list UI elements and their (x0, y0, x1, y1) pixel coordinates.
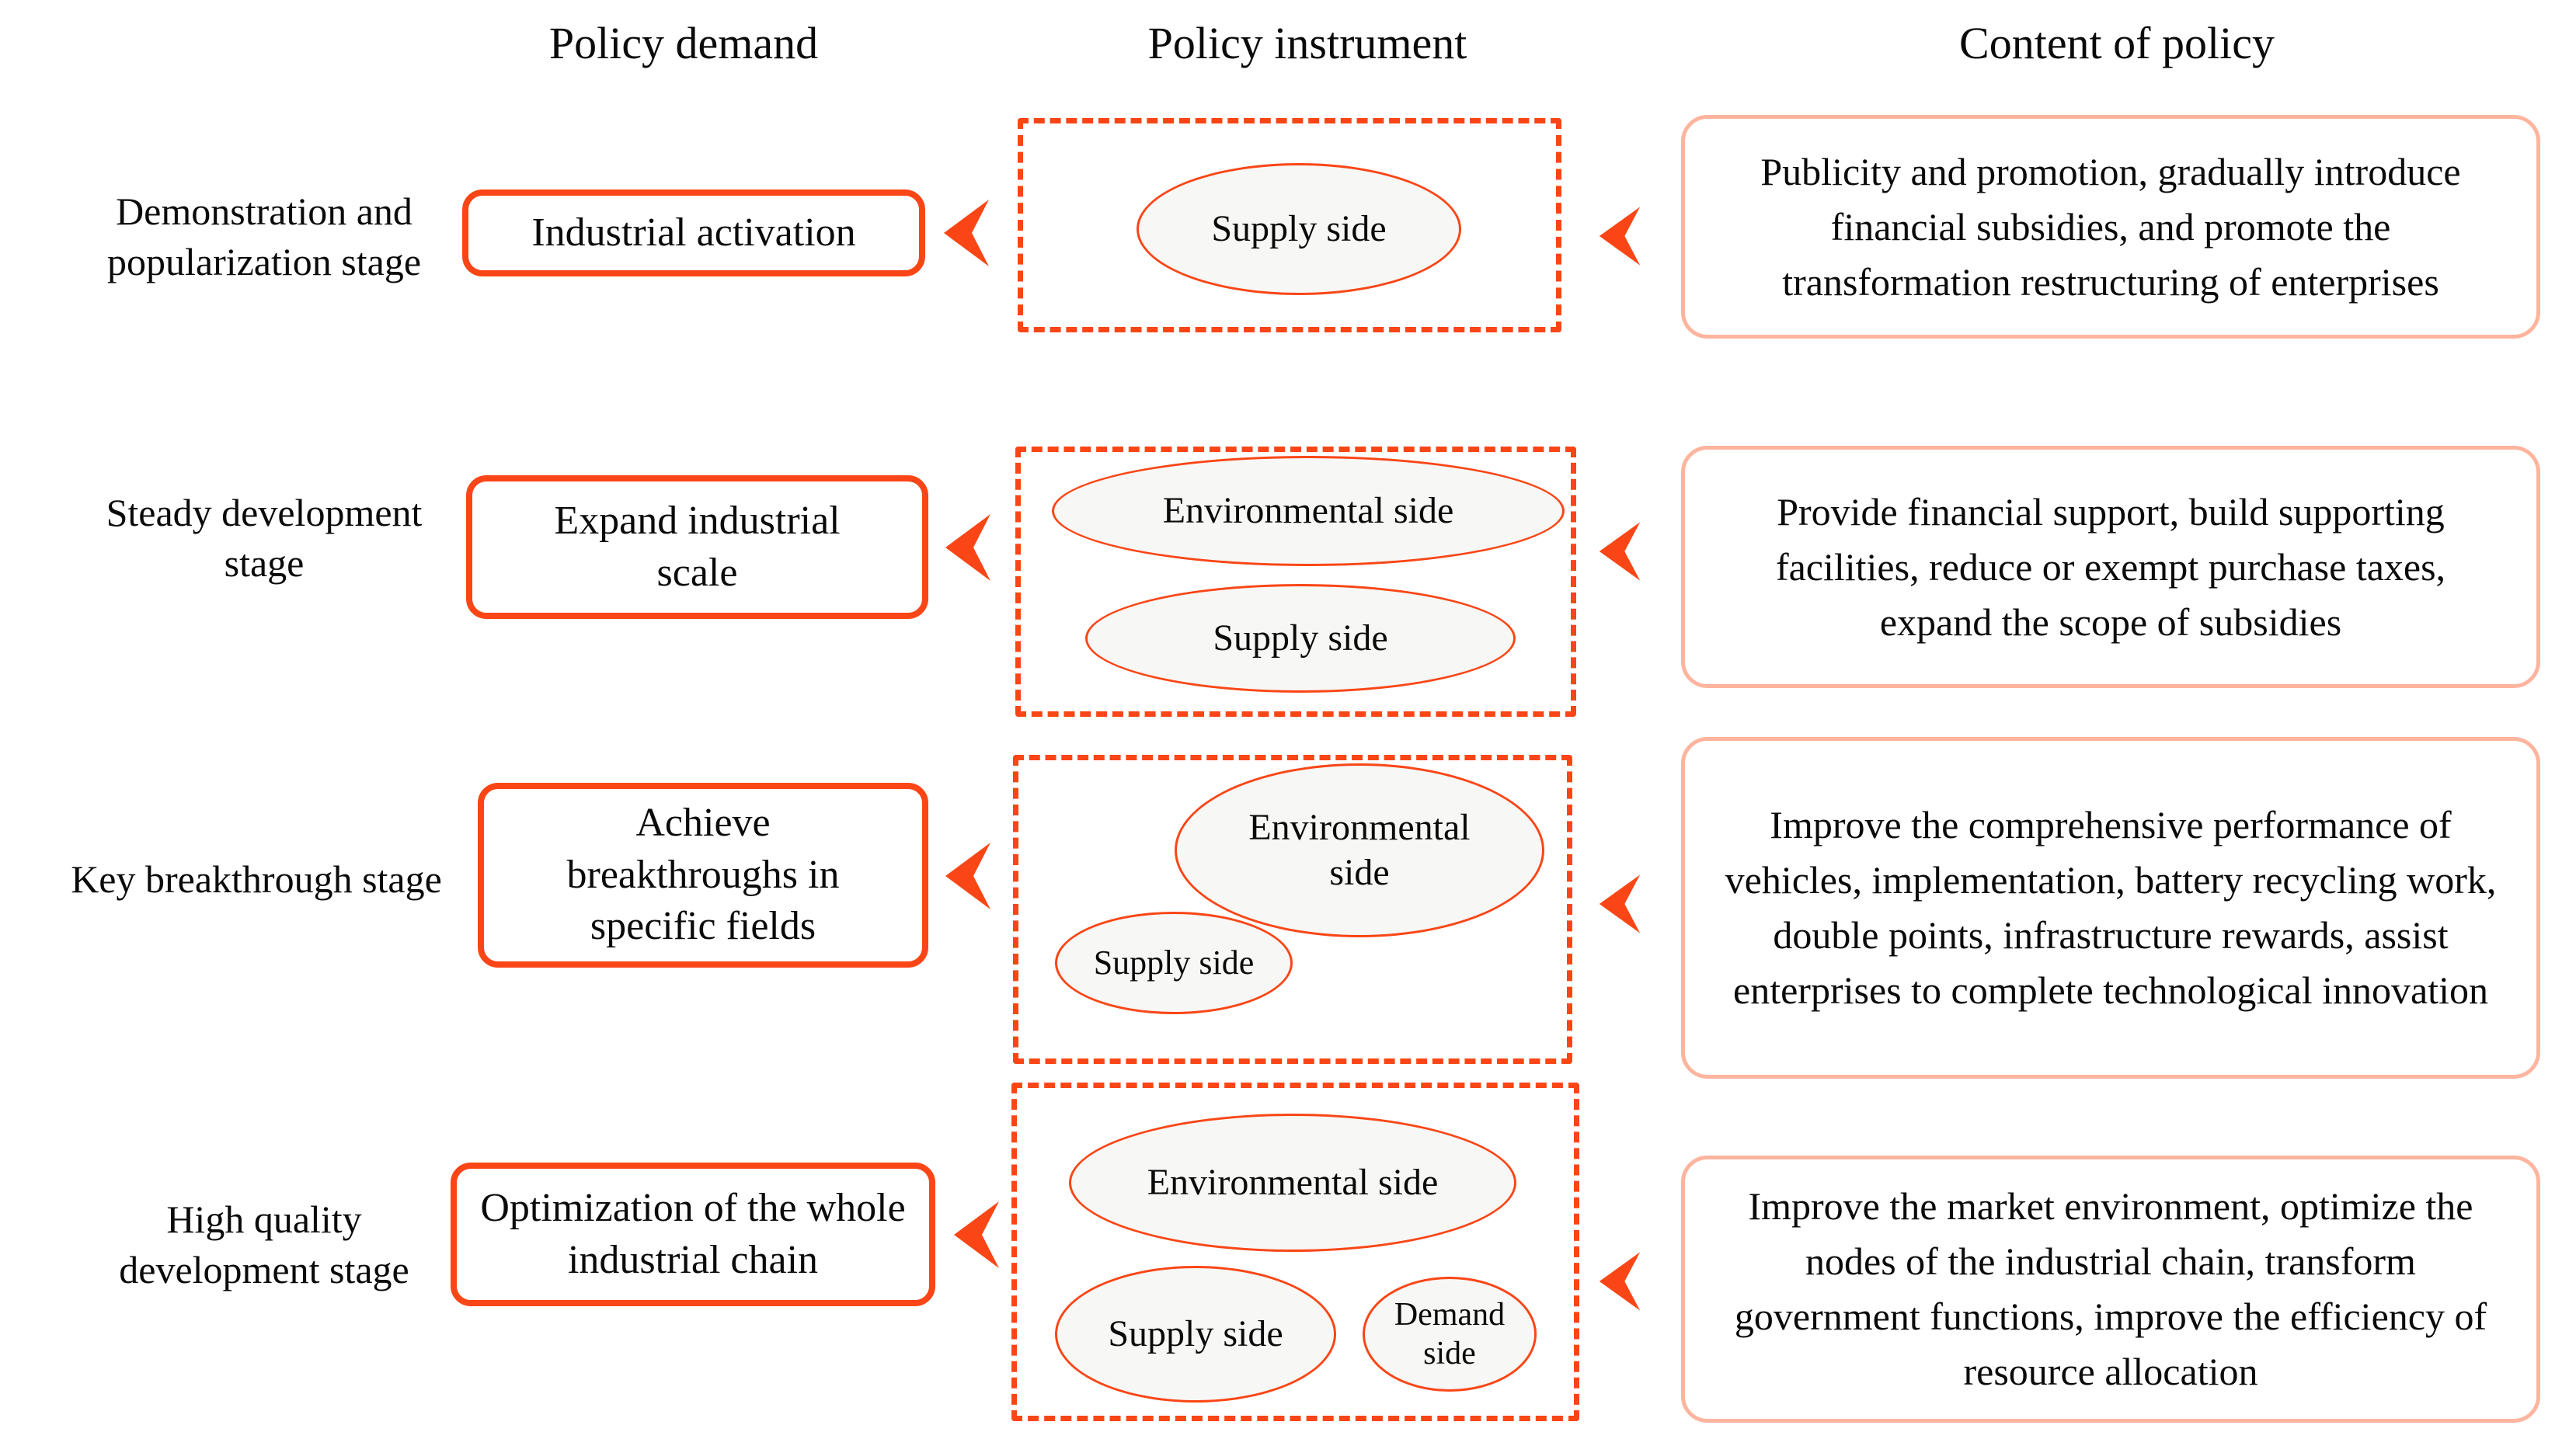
chevron-left-icon (1598, 203, 1641, 269)
column-header-policy-instrument: Policy instrument (1147, 18, 1467, 68)
policy-demand-box: Industrial activation (462, 189, 925, 276)
policy-content-box: Provide financial support, build support… (1681, 446, 2540, 688)
stage-label: Demonstration and popularization stage (106, 189, 422, 283)
instrument-ellipse-demand-side: Demand side (1363, 1277, 1537, 1392)
stage-label: Steady development stage (106, 491, 423, 585)
instrument-ellipse-environmental-side: Environmental side (1069, 1114, 1516, 1252)
policy-demand-box: Expand industrial scale (466, 475, 928, 619)
policy-content-box: Publicity and promotion, gradually intro… (1681, 115, 2540, 339)
instrument-ellipse-supply-side: Supply side (1085, 584, 1516, 693)
chevron-left-icon (942, 196, 990, 270)
policy-instrument-group (1011, 1083, 1579, 1421)
stage-label: Key breakthrough stage (71, 857, 442, 901)
policy-instrument-group (1013, 755, 1572, 1064)
chevron-left-icon (1598, 519, 1641, 584)
chevron-left-icon (952, 1197, 1001, 1272)
column-header-policy-demand: Policy demand (548, 18, 819, 68)
policy-demand-box: Optimization of the whole industrial cha… (451, 1163, 935, 1306)
policy-content-box: Improve the market environment, optimize… (1681, 1156, 2540, 1423)
chevron-left-icon (944, 839, 992, 913)
instrument-ellipse-environmental-side: Environmental side (1052, 456, 1565, 566)
policy-instrument-group (1018, 118, 1561, 332)
policy-demand-box: Achieve breakthroughs in specific fields (478, 783, 928, 968)
instrument-ellipse-environmental-side: Environmental side (1175, 763, 1544, 937)
chevron-left-icon (944, 510, 992, 585)
chevron-left-icon (1598, 871, 1641, 937)
policy-content-box: Improve the comprehensive performance of… (1681, 737, 2540, 1079)
chevron-left-icon (1598, 1249, 1641, 1314)
policy-instrument-group (1015, 447, 1576, 717)
instrument-ellipse-supply-side: Supply side (1055, 912, 1293, 1014)
instrument-ellipse-supply-side: Supply side (1055, 1266, 1336, 1403)
column-header-content-of-policy: Content of policy (1959, 18, 2275, 68)
instrument-ellipse-supply-side: Supply side (1137, 163, 1461, 295)
stage-label: High quality development stage (119, 1197, 409, 1291)
